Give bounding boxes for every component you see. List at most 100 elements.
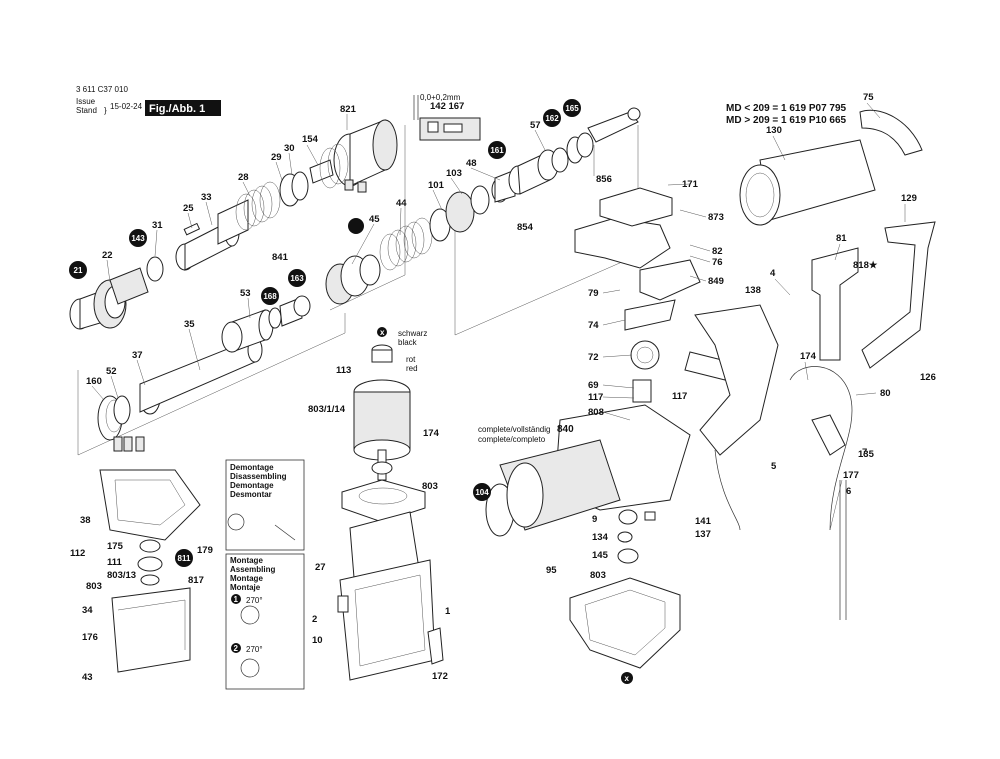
part-badge-label: 165 bbox=[565, 104, 579, 113]
part-label: 80 bbox=[880, 388, 891, 399]
part-label: 69 bbox=[588, 380, 599, 391]
gear-cover-icon bbox=[574, 217, 671, 269]
part-label: 4 bbox=[770, 268, 776, 279]
tool-holder-assembly bbox=[97, 309, 279, 452]
handle-81-icon bbox=[861, 221, 936, 369]
part-label: 803/13 bbox=[107, 570, 136, 581]
svg-text:schwarz: schwarz bbox=[398, 329, 427, 338]
leader-line bbox=[866, 102, 881, 119]
part-10-icon bbox=[337, 595, 349, 613]
part-label: 79 bbox=[588, 288, 599, 299]
part-badge-label: 162 bbox=[545, 114, 559, 123]
model-note-2: MD > 209 = 1 619 P10 665 bbox=[726, 115, 847, 126]
part-label: 37 bbox=[132, 350, 143, 361]
part-label: 31 bbox=[152, 220, 163, 231]
leader-line bbox=[275, 161, 283, 181]
part-label: 57 bbox=[530, 120, 541, 131]
part-label: 841 bbox=[272, 252, 289, 263]
leader-line bbox=[774, 278, 791, 296]
leader-line bbox=[689, 255, 711, 263]
disassembly-box: Demontage Disassembling Demontage Desmon… bbox=[225, 459, 305, 551]
leader-line bbox=[399, 207, 402, 236]
part-badge-circle bbox=[488, 141, 506, 159]
svg-text:rot: rot bbox=[406, 355, 416, 364]
part-label: 22 bbox=[102, 250, 113, 261]
housing-43-icon bbox=[111, 587, 191, 673]
svg-text:Disassembling: Disassembling bbox=[230, 472, 287, 481]
part-74-icon bbox=[624, 299, 676, 331]
leader-line bbox=[91, 385, 105, 401]
assembly-box: Montage Assembling Montage Montaje 1 270… bbox=[225, 553, 305, 690]
part-badge-circle bbox=[473, 483, 491, 501]
cable-group bbox=[714, 366, 853, 620]
leader-line bbox=[154, 229, 158, 257]
bracket-4-icon bbox=[811, 247, 859, 361]
part-badge-circle bbox=[563, 99, 581, 117]
housing-75-icon bbox=[694, 304, 779, 456]
brace-glyph: } bbox=[104, 106, 107, 115]
svg-text:complete/vollständig: complete/vollständig bbox=[478, 425, 550, 434]
power-cord-icon bbox=[839, 480, 847, 620]
part-label: 179 bbox=[197, 545, 213, 556]
wire-notes: schwarz black rot red complete/vollständ… bbox=[398, 260, 878, 444]
leader-line bbox=[205, 201, 213, 226]
issue-date: 15-02-24 bbox=[110, 102, 143, 111]
ring-52-icon bbox=[113, 395, 131, 425]
connecting-rod-icon bbox=[587, 111, 639, 143]
part-label: 82 bbox=[712, 246, 723, 257]
part-label: 803/1/14 bbox=[308, 404, 346, 415]
leader-line bbox=[106, 259, 111, 283]
part-label: 808 bbox=[588, 407, 604, 418]
part-badge-label: 104 bbox=[475, 488, 489, 497]
leader-line bbox=[829, 479, 843, 531]
part-label: 74 bbox=[588, 320, 599, 331]
part-label: 10 bbox=[312, 635, 323, 646]
svg-text:x: x bbox=[380, 328, 385, 337]
part-label: 117 bbox=[588, 392, 603, 403]
leader-line bbox=[188, 328, 201, 371]
part-badge-label: 811 bbox=[178, 554, 191, 563]
part-label: 48 bbox=[466, 158, 477, 169]
part-label: 38 bbox=[80, 515, 91, 526]
leader-line bbox=[834, 243, 841, 261]
leader-line bbox=[689, 244, 711, 252]
part-label: 9 bbox=[592, 514, 597, 525]
part-label: 6 bbox=[846, 486, 851, 497]
arrow-icon bbox=[274, 524, 296, 541]
part-label: 2 bbox=[312, 614, 317, 625]
part-label: 45 bbox=[369, 214, 380, 225]
motor-housing-1-icon bbox=[339, 559, 436, 681]
part-label: 35 bbox=[184, 319, 195, 330]
part-label: 81 bbox=[836, 233, 847, 244]
part-badge-label: 143 bbox=[131, 234, 145, 243]
leader-line bbox=[351, 223, 375, 265]
part-badge-circle bbox=[543, 109, 561, 127]
part-badge-label: 21 bbox=[74, 266, 83, 275]
part-label: 25 bbox=[183, 203, 194, 214]
leader-line bbox=[534, 129, 546, 151]
chuck-assembly bbox=[69, 119, 398, 330]
part-label: 171 bbox=[682, 179, 699, 190]
leader-line bbox=[855, 392, 877, 396]
part-label: 30 bbox=[284, 143, 295, 154]
part-label: 34 bbox=[82, 605, 93, 616]
part-label: 43 bbox=[82, 672, 93, 683]
spring-28-icon bbox=[235, 181, 281, 231]
svg-text:Demontage: Demontage bbox=[230, 481, 274, 490]
svg-text:270°: 270° bbox=[246, 596, 263, 605]
part-label: 177 bbox=[843, 470, 859, 481]
spring-icon bbox=[227, 513, 245, 531]
leader-line bbox=[247, 297, 251, 319]
part-label: 111 bbox=[107, 557, 123, 568]
bearing-117-icon bbox=[632, 379, 652, 403]
leader-line bbox=[432, 189, 443, 211]
svg-text:270°: 270° bbox=[246, 645, 263, 654]
cord-guard-6-icon bbox=[811, 414, 846, 456]
part-label: 849 bbox=[708, 276, 724, 287]
spring-icon bbox=[240, 658, 260, 678]
svg-text:black: black bbox=[398, 338, 418, 347]
leader-lines bbox=[91, 102, 906, 531]
doc-number: 3 611 C37 010 bbox=[76, 85, 128, 94]
